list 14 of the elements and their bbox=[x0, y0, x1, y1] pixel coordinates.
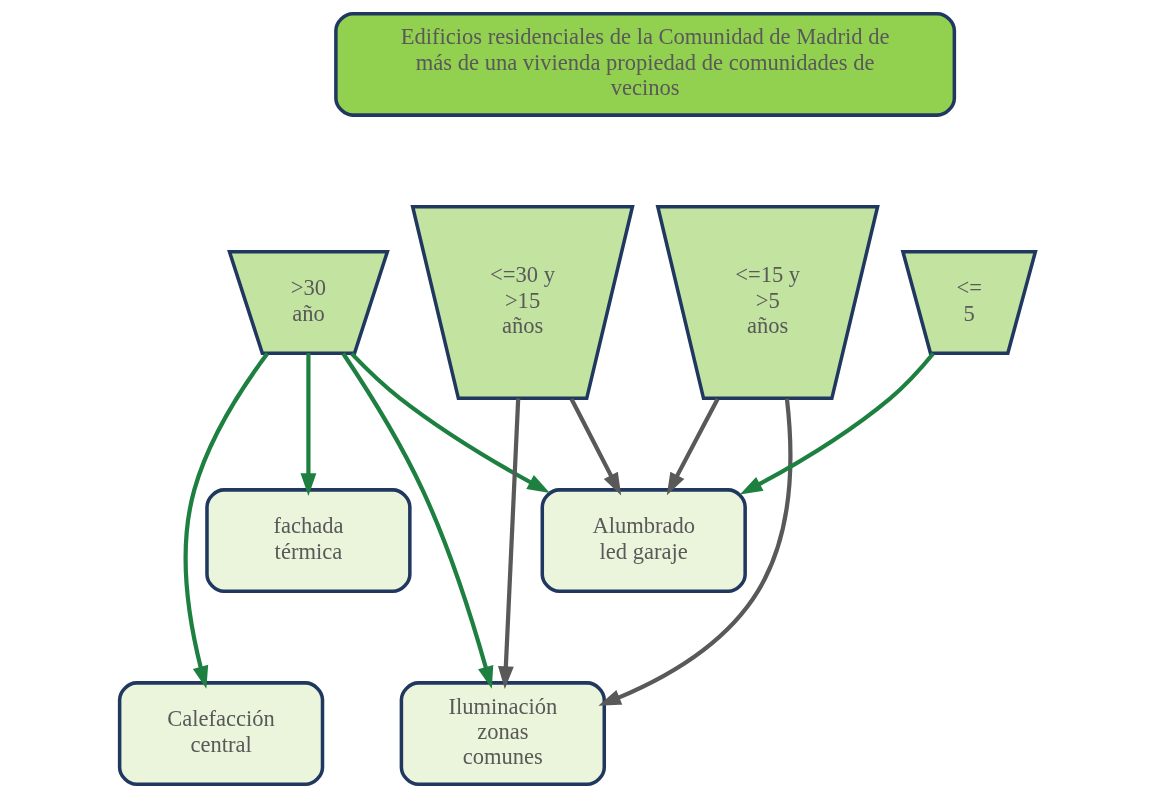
arrow bbox=[183, 352, 270, 689]
node-box: Edificios residenciales de la Comunidad de Madrid de más de una vivienda propiedad de comunidades de vecinos bbox=[334, 11, 957, 117]
arrow bbox=[497, 398, 521, 689]
node-box: Alumbrado led garaje bbox=[540, 488, 747, 594]
node-box: fachada térmica bbox=[205, 488, 412, 594]
node-box: Iluminación zonas comunes bbox=[399, 681, 607, 787]
arrow bbox=[350, 352, 550, 493]
arrow bbox=[300, 353, 317, 496]
node-box: Calefacción central bbox=[117, 681, 325, 787]
arrow bbox=[666, 397, 720, 496]
arrow bbox=[598, 398, 793, 706]
arrow bbox=[341, 352, 494, 689]
arrow bbox=[569, 397, 622, 496]
arrow bbox=[739, 352, 935, 495]
